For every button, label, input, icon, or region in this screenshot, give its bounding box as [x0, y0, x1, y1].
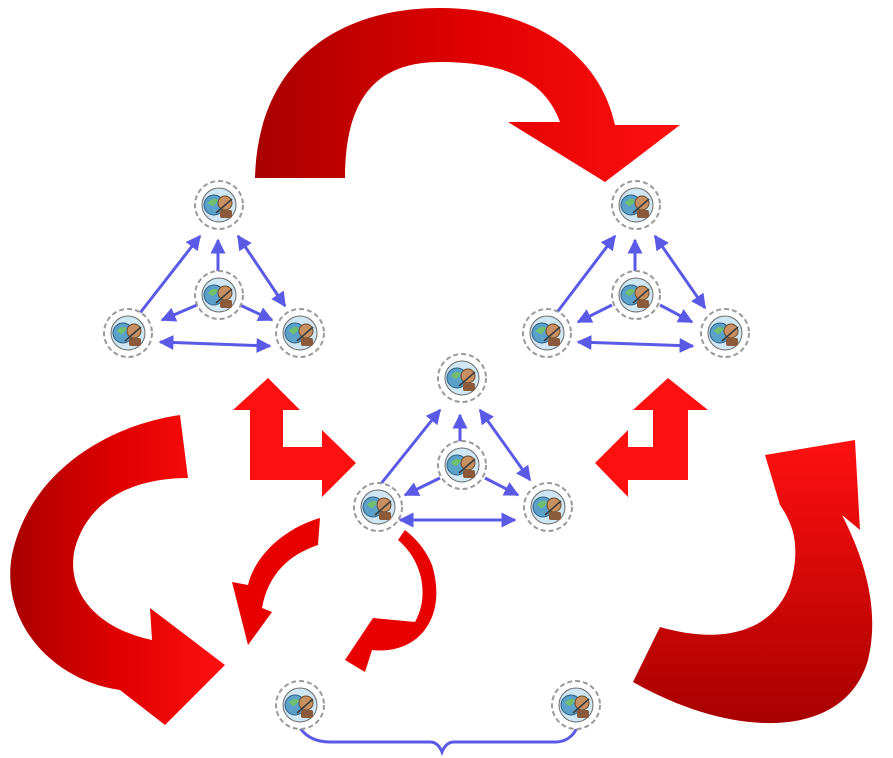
cluster-top-left [103, 180, 325, 358]
networked-computer-icon [437, 440, 487, 490]
networked-computer-icon [700, 308, 750, 358]
cluster-top-left-links [138, 234, 287, 354]
networked-computer-icon [103, 308, 153, 358]
networked-computer-icon [551, 680, 601, 730]
swirl-arrow-left [232, 518, 320, 645]
networked-computer-icon [611, 270, 661, 320]
networked-computer-icon [194, 270, 244, 320]
networked-computer-icon [522, 308, 572, 358]
elbow-arrow-right [595, 378, 708, 497]
networked-computer-icon [275, 680, 325, 730]
networked-computer-icon [437, 353, 487, 403]
left-cycle-arrow [10, 415, 226, 725]
elbow-arrow-left [233, 378, 356, 497]
cluster-top-right-links [553, 234, 707, 354]
bottom-pair [275, 680, 601, 730]
cluster-center [353, 353, 573, 532]
networked-computer-icon [611, 180, 661, 230]
swirl-arrow-right [345, 530, 437, 672]
cluster-center-links [378, 408, 532, 528]
networked-computer-icon [275, 308, 325, 358]
networked-computer-icon [194, 180, 244, 230]
bottom-pair-link [298, 727, 579, 757]
networked-computer-icon [523, 482, 573, 532]
top-cycle-arrow [255, 8, 680, 182]
right-cycle-arrow [633, 440, 873, 724]
networked-computer-icon [353, 482, 403, 532]
